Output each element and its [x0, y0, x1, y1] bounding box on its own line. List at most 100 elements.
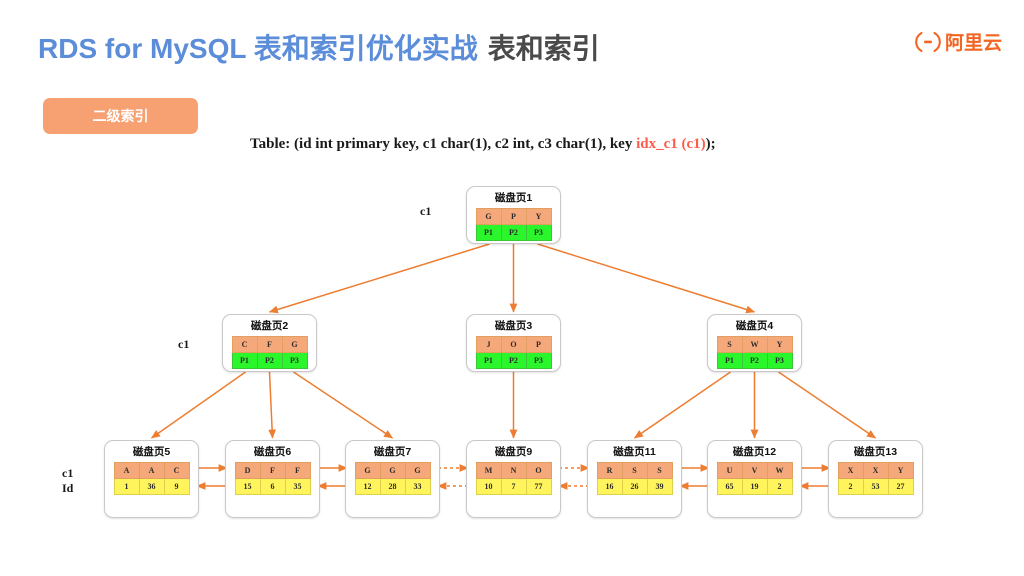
page-title-main: RDS for MySQL 表和索引优化实战	[38, 33, 478, 64]
cell: P2	[500, 224, 527, 241]
cell: G	[475, 208, 502, 225]
node-title: 磁盘页6	[253, 446, 292, 458]
cell: G	[404, 462, 431, 479]
cell: P3	[766, 352, 793, 369]
cell: U	[716, 462, 743, 479]
cell: 12	[354, 478, 381, 495]
root-level-label: c1	[420, 204, 432, 218]
node-title: 磁盘页2	[250, 320, 289, 332]
cell: 1	[113, 478, 140, 495]
cell: P	[525, 336, 552, 353]
cell: P2	[500, 352, 527, 369]
cell: F	[259, 462, 286, 479]
cell: Y	[766, 336, 793, 353]
node-title: 磁盘页13	[853, 446, 898, 458]
cell: W	[741, 336, 768, 353]
node-title: 磁盘页11	[613, 446, 656, 458]
table-ddl-statement: Table: (id int primary key, c1 char(1), …	[250, 136, 716, 153]
cell: N	[500, 462, 527, 479]
cell: P2	[741, 352, 768, 369]
cell: 36	[138, 478, 165, 495]
cell: A	[113, 462, 140, 479]
cell: X	[837, 462, 864, 479]
ddl-index-highlight: idx_c1 (c1)	[636, 136, 706, 152]
cell: 16	[596, 478, 623, 495]
cell: P2	[256, 352, 283, 369]
leaf-level-label-id: Id	[62, 481, 74, 495]
cell: Y	[525, 208, 552, 225]
cell: P	[500, 208, 527, 225]
cell: P1	[475, 352, 502, 369]
cell: P1	[716, 352, 743, 369]
cell: 2	[837, 478, 864, 495]
section-badge-label: 二级索引	[92, 108, 149, 124]
page-title: RDS for MySQL 表和索引优化实战表和索引	[38, 27, 600, 67]
ddl-suffix: );	[705, 136, 716, 152]
cell: D	[234, 462, 261, 479]
cell: G	[354, 462, 381, 479]
internal-level-label: c1	[178, 337, 190, 351]
cell: G	[281, 336, 308, 353]
node-title: 磁盘页4	[735, 320, 774, 332]
page-title-sub: 表和索引	[487, 33, 600, 64]
cell: 19	[741, 478, 768, 495]
cell: 2	[766, 478, 793, 495]
cell: Y	[887, 462, 914, 479]
node-title: 磁盘页5	[132, 446, 171, 458]
cell: C	[163, 462, 190, 479]
cell: 10	[475, 478, 502, 495]
cell: P1	[231, 352, 258, 369]
cell: 28	[379, 478, 406, 495]
cell: 33	[404, 478, 431, 495]
cell: F	[284, 462, 311, 479]
cell: 9	[163, 478, 190, 495]
cell: 7	[500, 478, 527, 495]
node-title: 磁盘页3	[494, 320, 533, 332]
brand-logo: 阿里云	[915, 28, 1002, 55]
node-title: 磁盘页1	[494, 192, 533, 204]
ddl-prefix: Table: (id int primary key, c1 char(1), …	[250, 136, 637, 152]
cell: G	[379, 462, 406, 479]
cell: 65	[716, 478, 743, 495]
cell: 6	[259, 478, 286, 495]
alibaba-cloud-logo-icon	[915, 31, 941, 53]
cell: 15	[234, 478, 261, 495]
section-badge: 二级索引	[43, 98, 198, 134]
cell: J	[475, 336, 502, 353]
cell: 39	[646, 478, 673, 495]
